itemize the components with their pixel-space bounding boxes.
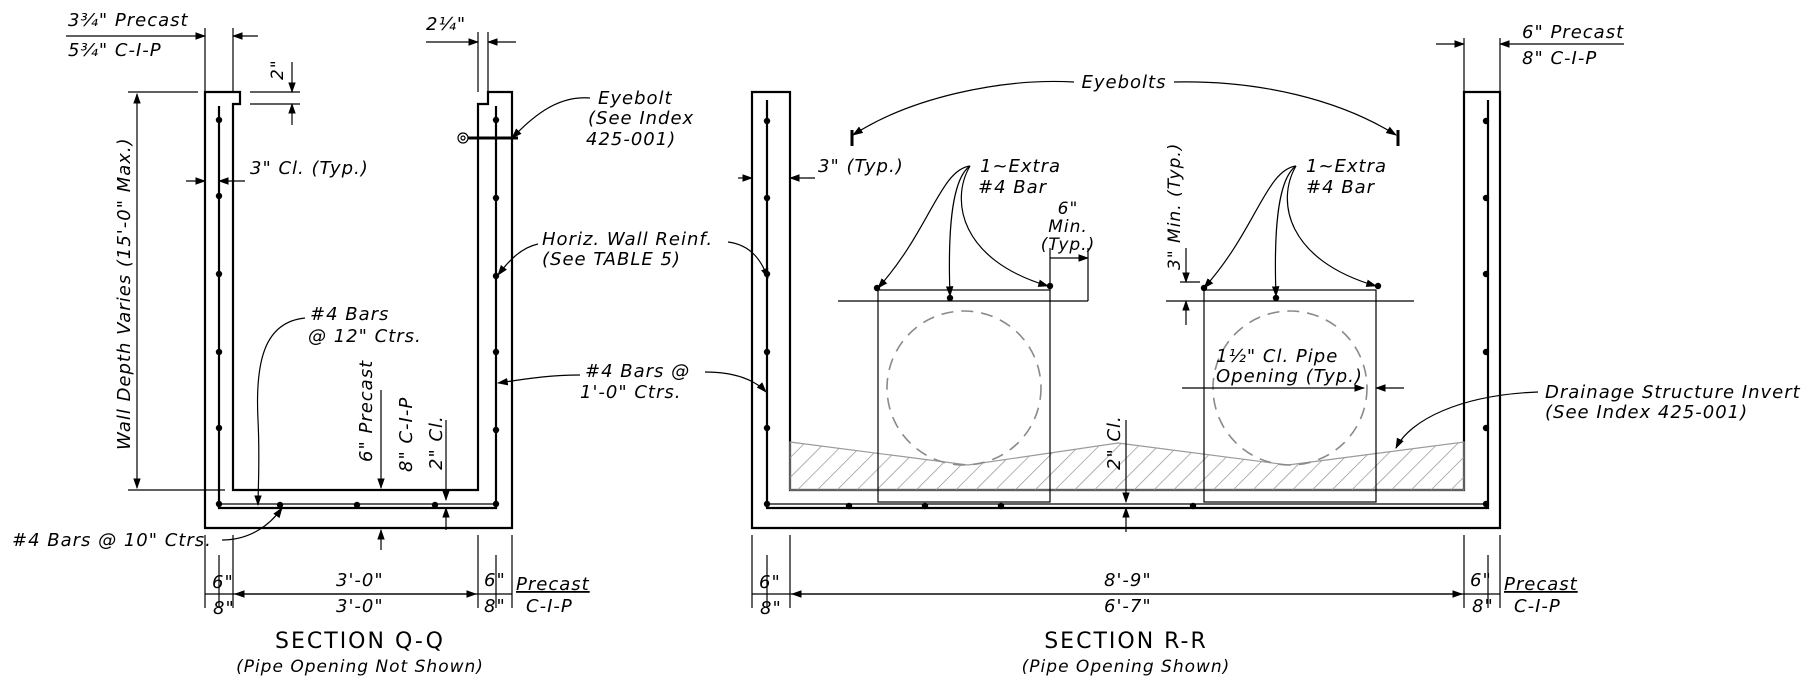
r-extra-bar-right-2: #4 Bar: [1306, 177, 1376, 198]
horiz-reinf-label-1: Horiz. Wall Reinf.: [542, 229, 713, 250]
q-legend-cip: C-I-P: [526, 596, 573, 617]
q-dim-right-cip: 8": [484, 596, 506, 617]
section-r-r: Eyebolts 3" (Typ.) 1~Extra #4 Bar 6" Min…: [738, 22, 1801, 677]
q-floor-precast-label: 6" Precast: [356, 360, 377, 462]
r-legend-cip: C-I-P: [1514, 596, 1561, 617]
q-clear-cover-label: 3" Cl. (Typ.): [250, 158, 369, 179]
r-wall-precast-label: 6" Precast: [1522, 22, 1624, 43]
r-dim-left-cip: 8": [760, 598, 782, 619]
r-bottom-dims: [751, 535, 1501, 608]
r-min6-label-1: 6": [1058, 199, 1079, 219]
section-r-rebar-dots: [763, 117, 1490, 510]
r-eyebolts-label: Eyebolts: [1082, 72, 1167, 93]
drainage-invert-hatch: [789, 441, 1465, 491]
section-r-subtitle: (Pipe Opening Shown): [1022, 657, 1231, 677]
q-dim-left-cip: 8": [213, 598, 235, 619]
bars-1ft-label-1: #4 Bars @: [585, 361, 690, 382]
r-wall-cip-label: 8" C-I-P: [1522, 48, 1597, 69]
r-invert-label-2: (See Index 425-001): [1545, 402, 1748, 423]
r-pipe-cl-label-2: Opening (Typ.): [1216, 366, 1363, 387]
q-bars-12-label-1: #4 Bars: [310, 304, 389, 325]
r-min6-label-2: Min.: [1048, 217, 1088, 237]
q-dim-mid-precast: 3'-0": [336, 570, 384, 591]
q-bottom-dims: [204, 535, 513, 608]
q-rebate-depth-label: 2": [268, 59, 288, 80]
r-min6-label-3: (Typ.): [1041, 235, 1095, 255]
q-top-precast-label: 3¾" Precast: [68, 10, 189, 31]
bars-1ft-label-2: 1'-0" Ctrs.: [580, 382, 681, 403]
section-q-rebar-dots: [215, 116, 500, 509]
q-bars-10-label: #4 Bars @ 10" Ctrs.: [12, 530, 212, 551]
q-legend-precast: Precast: [516, 574, 590, 595]
r-typ-cover-label: 3" (Typ.): [818, 156, 904, 177]
r-dim-left-precast: 6": [759, 572, 781, 593]
section-q-outer-wall: [203, 90, 514, 530]
q-rebate-width-label: 2¼": [426, 14, 466, 35]
r-dim-right-precast: 6": [1470, 570, 1492, 591]
q-dim-left-precast: 6": [212, 572, 234, 593]
r-dim-mid-precast: 8'-9": [1104, 570, 1152, 591]
section-r-title: SECTION R-R: [1044, 629, 1208, 654]
r-invert-label-1: Drainage Structure Invert: [1545, 382, 1801, 403]
q-floor-cip-label: 8" C-I-P: [396, 397, 417, 472]
r-legend-precast: Precast: [1504, 574, 1578, 595]
section-q-title: SECTION Q-Q: [275, 629, 445, 654]
q-bars-12-label-2: @ 12" Ctrs.: [308, 326, 422, 347]
r-floor-cl-label: 2" Cl.: [1104, 415, 1125, 470]
section-q-q: 3¾" Precast 5¾" C-I-P 2" 2¼" Eyebolt (Se…: [12, 10, 694, 677]
r-dim-right-cip: 8": [1472, 596, 1494, 617]
r-dim-mid-cip: 6'-7": [1104, 596, 1152, 617]
q-dim-mid-cip: 3'-0": [336, 596, 384, 617]
r-min3-label: 3" Min. (Typ.): [1165, 143, 1185, 270]
q-eyebolt-label-1: Eyebolt: [598, 88, 673, 109]
r-extra-bar-right-1: 1~Extra: [1306, 156, 1387, 177]
q-floor-cl-label: 2" Cl.: [426, 415, 447, 470]
q-wall-depth-label: Wall Depth Varies (15'-0" Max.): [114, 137, 135, 450]
eyebolt-icon: [457, 132, 518, 144]
q-dim-right-precast: 6": [484, 570, 506, 591]
r-pipe-cl-label-1: 1½" Cl. Pipe: [1216, 346, 1338, 367]
section-q-subtitle: (Pipe Opening Not Shown): [236, 657, 484, 677]
r-extra-bar-left-1: 1~Extra: [980, 156, 1061, 177]
q-eyebolt-label-3: 425-001): [586, 129, 676, 150]
r-extra-bar-left-2: #4 Bar: [978, 177, 1048, 198]
pipe-opening-left: [877, 289, 1051, 503]
q-eyebolt-label-2: (See Index: [588, 108, 694, 129]
q-top-cip-label: 5¾" C-I-P: [68, 40, 162, 61]
horiz-reinf-label-2: (See TABLE 5): [542, 249, 681, 270]
